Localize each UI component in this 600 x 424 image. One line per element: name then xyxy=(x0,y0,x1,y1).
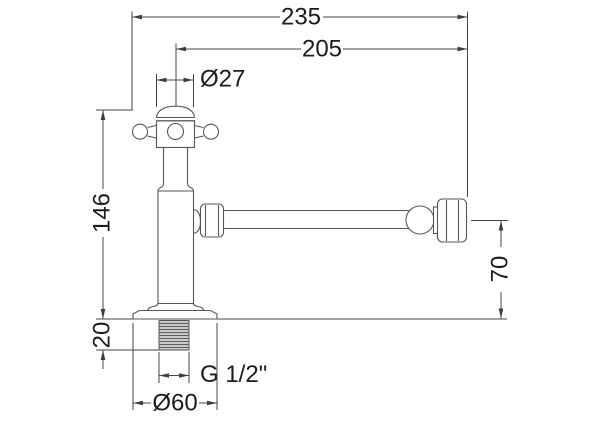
valve-head xyxy=(131,105,220,149)
valve-body xyxy=(155,120,196,149)
dim-label-height-146: 146 xyxy=(89,193,116,233)
dim-label-flange-diameter: Ø60 xyxy=(152,390,197,417)
cross-handle-right xyxy=(194,123,220,140)
dim-label-pipe-height-70: 70 xyxy=(487,256,514,283)
dim-pipe-height-70: 70 xyxy=(471,220,514,319)
threaded-tail xyxy=(158,320,190,351)
cross-handle-left xyxy=(131,123,157,140)
dim-label-thread-size: G 1/2" xyxy=(200,361,267,388)
ball-joint xyxy=(405,205,435,235)
dim-label-head-diameter: Ø27 xyxy=(200,66,245,93)
dim-thread-length: 20 xyxy=(89,322,160,369)
dim-height-146: 146 xyxy=(89,109,133,319)
dim-label-overall-length: 235 xyxy=(281,4,321,31)
valve-spindle-circle xyxy=(166,122,185,141)
dim-label-pipe-projection: 205 xyxy=(302,36,342,63)
dim-overall-length: 235 xyxy=(131,4,468,197)
dim-head-diameter: Ø27 xyxy=(156,66,245,107)
dim-label-thread-length: 20 xyxy=(89,322,116,349)
dim-flange-diameter: Ø60 xyxy=(132,323,218,417)
wall-flange xyxy=(132,309,218,320)
dim-pipe-projection: 205 xyxy=(175,36,468,107)
horizontal-pipe xyxy=(222,209,410,230)
valve-bonnet-dome xyxy=(155,105,196,118)
compression-nut-left xyxy=(199,203,225,238)
compression-nut-right xyxy=(436,198,468,243)
outlet-boss xyxy=(193,208,202,235)
vertical-tube xyxy=(147,147,205,312)
dim-thread-size: G 1/2" xyxy=(158,352,267,388)
